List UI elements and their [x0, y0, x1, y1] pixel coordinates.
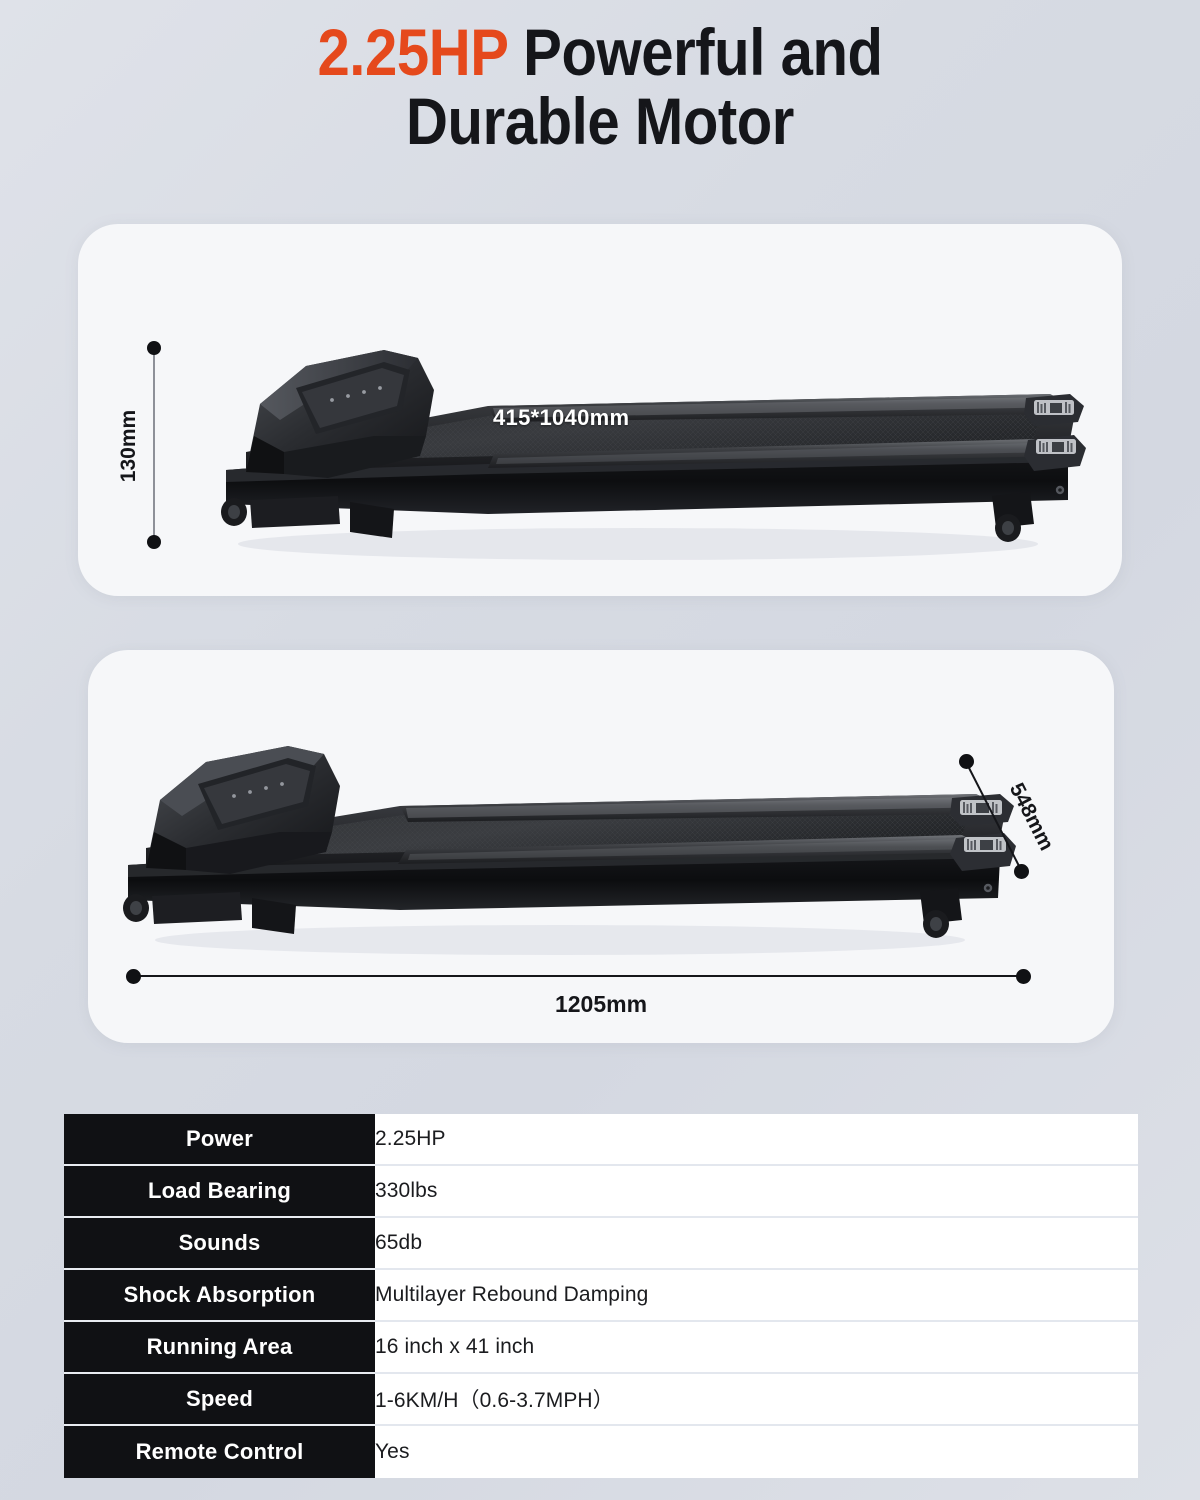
spec-value-power: 2.25HP — [375, 1114, 1138, 1166]
dimension-label-length: 1205mm — [554, 991, 648, 1017]
table-row: Power 2.25HP — [64, 1114, 1138, 1166]
dimension-line-vertical — [153, 348, 155, 545]
dimension-dot-bottom — [147, 535, 161, 549]
spec-value-load-bearing: 330lbs — [375, 1166, 1138, 1218]
spec-value-remote-control: Yes — [375, 1426, 1138, 1478]
dimension-line-horizontal — [133, 975, 1023, 977]
table-row: Remote Control Yes — [64, 1426, 1138, 1478]
treadmill-image-bottom — [123, 746, 1016, 955]
spec-label-running-area: Running Area — [64, 1322, 375, 1374]
specification-table-body: Power 2.25HP Load Bearing 330lbs Sounds … — [64, 1114, 1138, 1478]
dimension-dot-left — [126, 969, 141, 984]
title-line-2: Durable Motor — [406, 83, 794, 158]
dimension-label-height: 130mm — [117, 409, 140, 483]
product-image-card-bottom: 548mm 1205mm — [88, 650, 1114, 1043]
table-row: Load Bearing 330lbs — [64, 1166, 1138, 1218]
belt-dimension-label: 415*1040mm — [493, 405, 630, 430]
specification-table: Power 2.25HP Load Bearing 330lbs Sounds … — [64, 1114, 1138, 1478]
table-row: Shock Absorption Multilayer Rebound Damp… — [64, 1270, 1138, 1322]
page-title: 2.25HP Powerful and Durable Motor — [0, 18, 1200, 155]
spec-label-power: Power — [64, 1114, 375, 1166]
dimension-dot-start — [959, 754, 974, 769]
title-highlight-hp: 2.25HP — [317, 15, 508, 89]
dimension-dot-top — [147, 341, 161, 355]
treadmill-image-top — [221, 350, 1086, 560]
spec-value-speed: 1-6KM/H（0.6-3.7MPH） — [375, 1374, 1138, 1426]
spec-label-speed: Speed — [64, 1374, 375, 1426]
spec-label-remote-control: Remote Control — [64, 1426, 375, 1478]
table-row: Sounds 65db — [64, 1218, 1138, 1270]
spec-value-shock-absorption: Multilayer Rebound Damping — [375, 1270, 1138, 1322]
spec-label-sounds: Sounds — [64, 1218, 375, 1270]
spec-label-shock-absorption: Shock Absorption — [64, 1270, 375, 1322]
product-image-card-top: 130mm — [78, 224, 1122, 596]
spec-value-running-area: 16 inch x 41 inch — [375, 1322, 1138, 1374]
title-line-1: 2.25HP Powerful and — [72, 18, 1128, 87]
dimension-dot-end — [1014, 864, 1029, 879]
dimension-dot-right — [1016, 969, 1031, 984]
spec-value-sounds: 65db — [375, 1218, 1138, 1270]
spec-label-load-bearing: Load Bearing — [64, 1166, 375, 1218]
title-line-1-rest: Powerful and — [507, 15, 883, 89]
table-row: Speed 1-6KM/H（0.6-3.7MPH） — [64, 1374, 1138, 1426]
table-row: Running Area 16 inch x 41 inch — [64, 1322, 1138, 1374]
